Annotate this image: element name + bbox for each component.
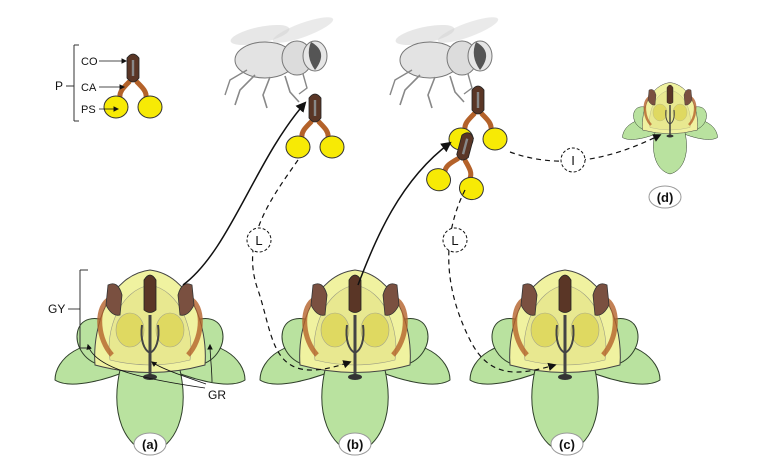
circle-label-i: I (560, 147, 586, 173)
svg-text:(b): (b) (347, 437, 364, 452)
fly-1 (224, 11, 344, 158)
flower-b (260, 270, 450, 453)
label-ca: CA (81, 82, 97, 94)
panel-label-c: (c) (550, 432, 584, 456)
svg-text:(a): (a) (142, 437, 158, 452)
pollinarium-icon (104, 54, 162, 118)
label-ps: PS (81, 104, 96, 116)
flower-d (621, 81, 719, 176)
gr-annotation: GR (86, 343, 226, 402)
fly-pollinator-icon (224, 11, 337, 109)
pollinarium-on-fly-1 (286, 94, 344, 158)
insertion-arrow-c (448, 189, 557, 373)
flower-a (55, 270, 245, 453)
circle-label-l-2: L (442, 227, 468, 253)
panel-label-b: (b) (338, 432, 372, 456)
label-l-2: L (451, 233, 458, 248)
label-l-1: L (255, 233, 262, 248)
removal-arrow-b (357, 141, 452, 286)
svg-text:(c): (c) (559, 437, 575, 452)
label-gr: GR (208, 388, 226, 402)
panel-label-a: (a) (133, 432, 167, 456)
label-co: CO (81, 56, 98, 68)
label-p: P (55, 79, 63, 93)
label-i: I (571, 153, 575, 168)
removal-arrow-a (182, 101, 307, 286)
flower-c (470, 270, 660, 453)
legend-pollinarium: P CO CA PS (55, 44, 162, 122)
fly-2 (389, 11, 507, 202)
panel-label-d: (d) (648, 185, 682, 209)
label-gy: GY (48, 302, 65, 316)
circle-label-l-1: L (246, 227, 272, 253)
svg-text:(d): (d) (657, 190, 674, 205)
transfer-arrow-d (509, 134, 662, 162)
insertion-arrow-b (251, 159, 352, 371)
